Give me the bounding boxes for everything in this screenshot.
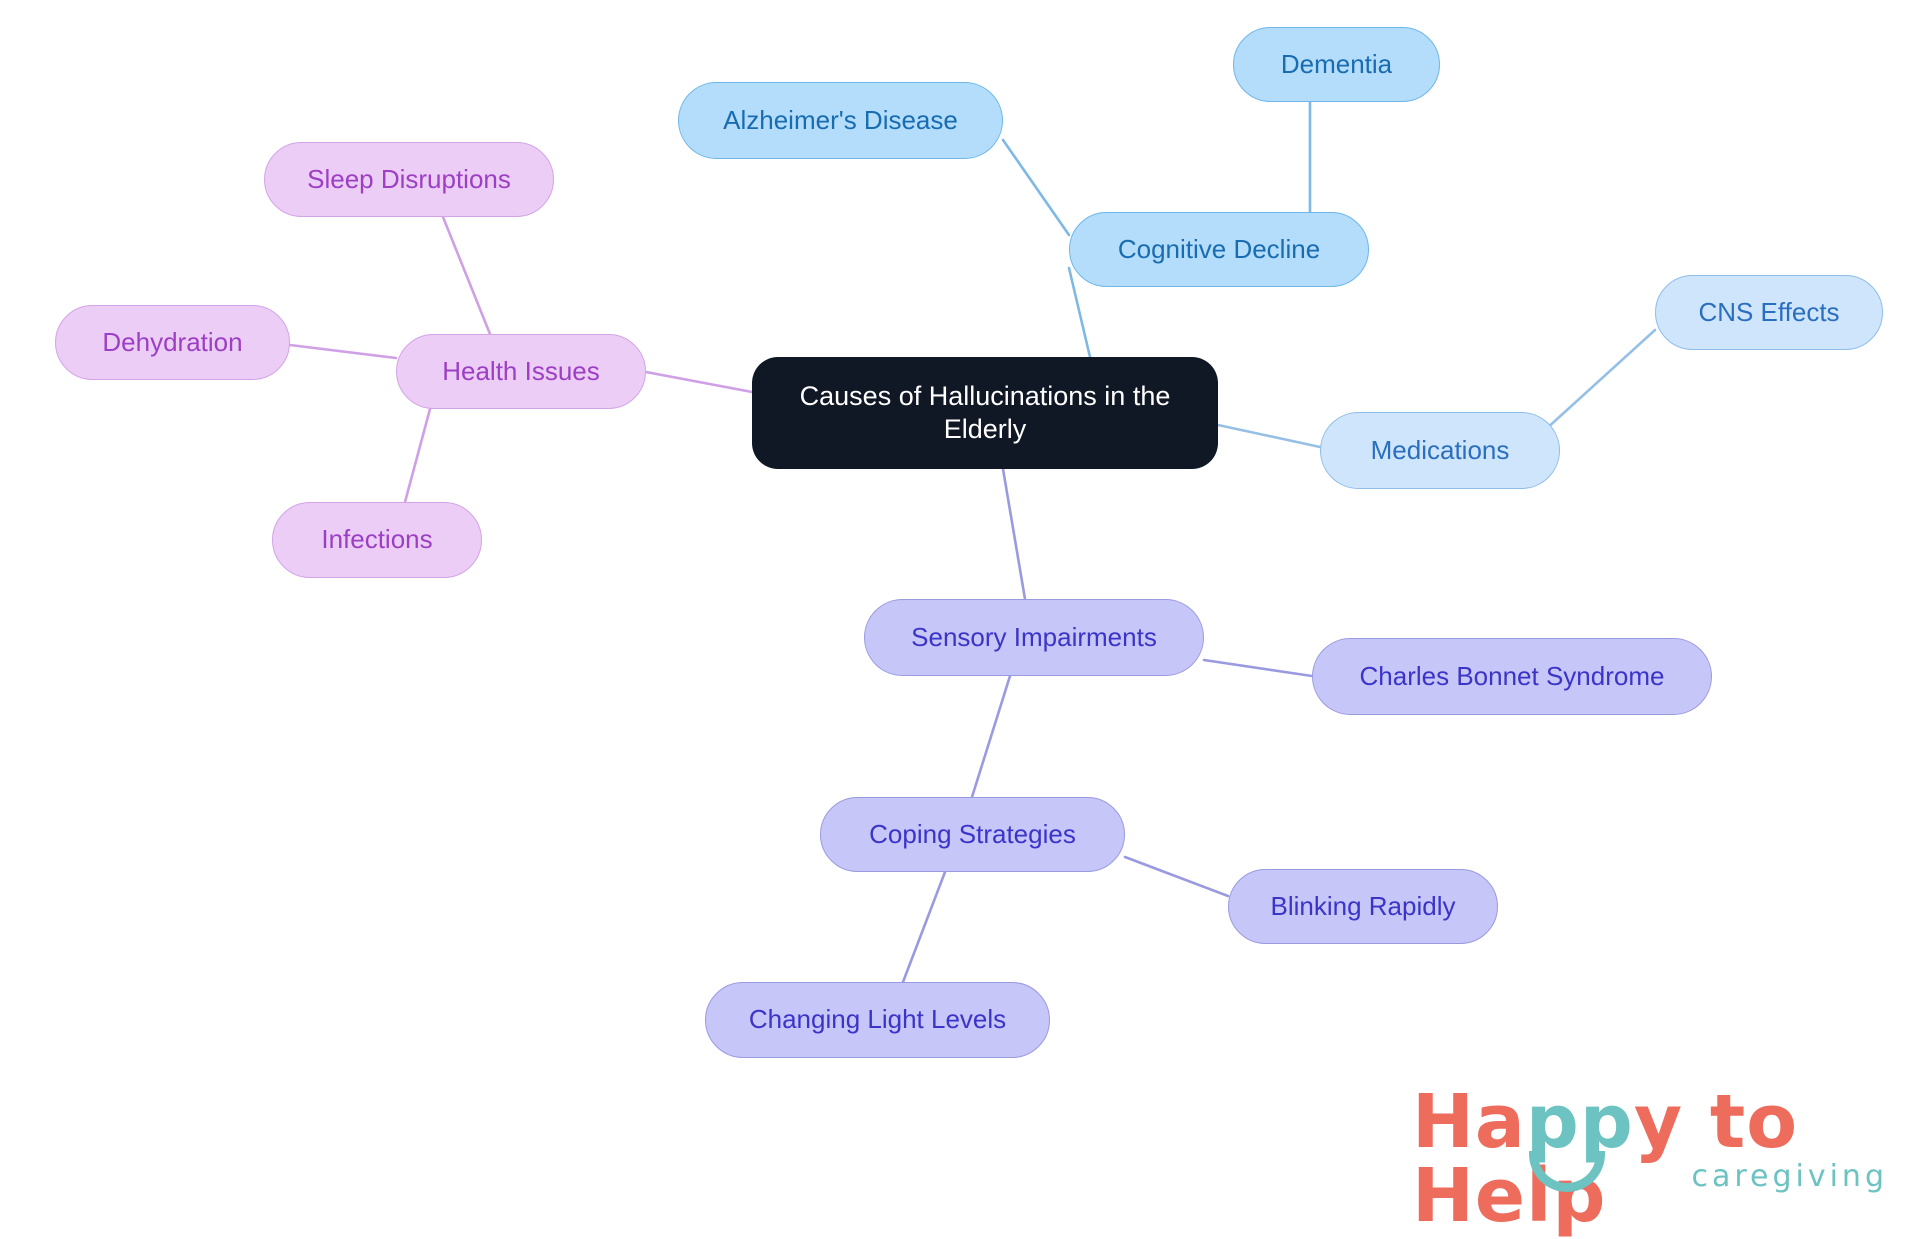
mindmap-node-alzheimer[interactable]: Alzheimer's Disease: [678, 82, 1003, 159]
mindmap-node-cns[interactable]: CNS Effects: [1655, 275, 1883, 350]
logo-subtitle: caregiving: [1691, 1159, 1888, 1194]
mindmap-node-infections[interactable]: Infections: [272, 502, 482, 578]
mindmap-node-charles[interactable]: Charles Bonnet Syndrome: [1312, 638, 1712, 715]
mindmap-node-label: Blinking Rapidly: [1270, 890, 1456, 921]
mindmap-node-label: Dehydration: [102, 326, 243, 357]
edge-cognitive-to-alzheimer: [1001, 138, 1071, 237]
mindmap-node-label: Coping Strategies: [869, 818, 1076, 849]
mindmap-node-label: Dementia: [1280, 48, 1393, 79]
logo-smile-icon: [1529, 1151, 1605, 1192]
mindmap-node-label: Sleep Disruptions: [307, 163, 511, 194]
edge-root-to-sensory: [1001, 467, 1027, 601]
mindmap-node-blinking[interactable]: Blinking Rapidly: [1228, 869, 1498, 944]
mindmap-node-root[interactable]: Causes of Hallucinations in the Elderly: [752, 357, 1218, 469]
edge-coping-to-lightlevels: [901, 870, 947, 984]
mindmap-node-label: Alzheimer's Disease: [723, 104, 958, 135]
edge-sensory-to-charles: [1202, 658, 1314, 678]
edge-health-to-sleep: [441, 215, 492, 336]
mindmap-node-cognitive[interactable]: Cognitive Decline: [1069, 212, 1369, 287]
mindmap-node-coping[interactable]: Coping Strategies: [820, 797, 1125, 872]
logo-word-part-1: Ha: [1412, 1079, 1526, 1165]
edge-root-to-health: [644, 370, 754, 394]
logo-word-part-2: pp: [1525, 1079, 1634, 1165]
mindmap-node-label: Infections: [321, 524, 433, 555]
mindmap-node-label: Sensory Impairments: [911, 621, 1157, 652]
brand-logo: Happy to Help caregiving: [1412, 1085, 1892, 1233]
edge-medications-to-cns: [1543, 328, 1657, 432]
edge-coping-to-blinking: [1123, 855, 1230, 898]
mindmap-node-label: Causes of Hallucinations in the Elderly: [799, 381, 1171, 444]
mindmap-node-health[interactable]: Health Issues: [396, 334, 646, 409]
mindmap-node-label: Medications: [1370, 434, 1510, 465]
edge-health-to-dehydration: [288, 343, 398, 360]
mindmap-node-medications[interactable]: Medications: [1320, 412, 1560, 489]
edge-health-to-infections: [403, 407, 432, 504]
mindmap-node-dementia[interactable]: Dementia: [1233, 27, 1440, 102]
mindmap-node-label: CNS Effects: [1698, 296, 1840, 327]
mindmap-node-lightlevels[interactable]: Changing Light Levels: [705, 982, 1050, 1058]
edge-root-to-medications: [1216, 423, 1322, 449]
mindmap-node-label: Charles Bonnet Syndrome: [1359, 660, 1665, 691]
mindmap-node-dehydration[interactable]: Dehydration: [55, 305, 290, 380]
mindmap-node-sleep[interactable]: Sleep Disruptions: [264, 142, 554, 217]
mindmap-node-sensory[interactable]: Sensory Impairments: [864, 599, 1204, 676]
edge-sensory-to-coping: [970, 674, 1012, 799]
mindmap-node-label: Cognitive Decline: [1117, 233, 1321, 264]
mindmap-node-label: Health Issues: [442, 355, 600, 386]
mindmap-node-label: Changing Light Levels: [748, 1004, 1007, 1035]
